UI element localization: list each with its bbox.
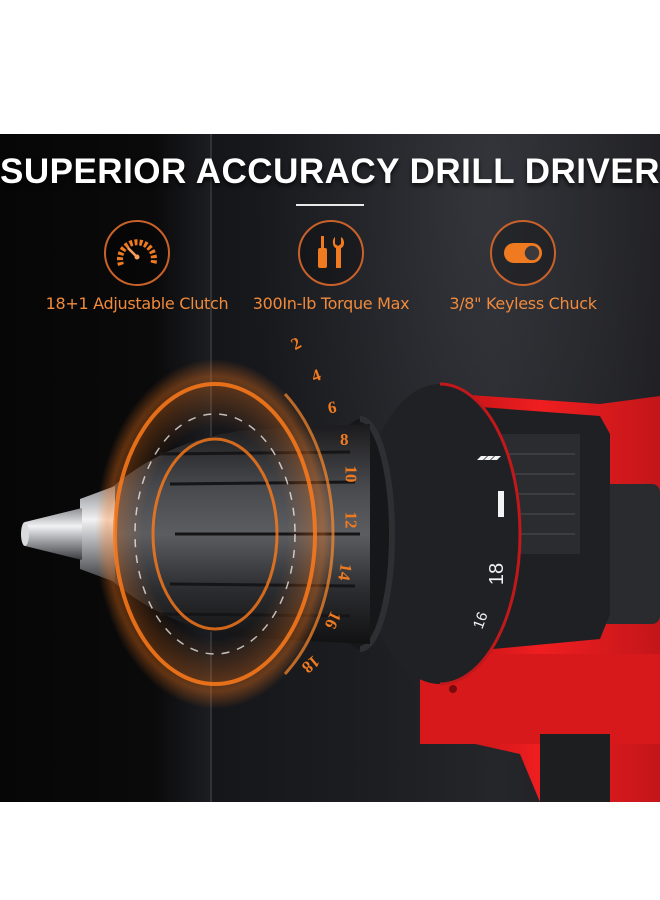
feature-keyless-chuck: 3/8" Keyless Chuck: [418, 220, 628, 313]
title-underline: [296, 204, 364, 206]
banner-title: SUPERIOR ACCURACY DRILL DRIVER: [0, 152, 660, 191]
product-banner: 18 16 SUPERIOR ACCURACY DRILL DRIVER: [0, 134, 660, 802]
feature-torque-max: 300In-lb Torque Max: [226, 220, 436, 313]
svg-text:16: 16: [470, 610, 492, 631]
feature-label: 300In-lb Torque Max: [252, 294, 410, 313]
feature-label: 3/8" Keyless Chuck: [449, 294, 597, 313]
screwdriver-wrench-icon: [298, 220, 364, 286]
clutch-scale-number: 12: [341, 511, 361, 529]
svg-text:18: 18: [486, 563, 508, 585]
toggle-switch-icon: [490, 220, 556, 286]
speedometer-gauge-icon: [104, 220, 170, 286]
clutch-scale-number: 8: [340, 430, 349, 449]
feature-adjustable-clutch: 18+1 Adjustable Clutch: [32, 220, 242, 313]
clutch-scale-number: 14: [334, 562, 356, 583]
feature-label: 18+1 Adjustable Clutch: [45, 294, 229, 313]
clutch-scale-number: 10: [341, 465, 361, 483]
drill-illustration: 18 16: [21, 359, 660, 802]
collar-markings: [477, 456, 504, 517]
